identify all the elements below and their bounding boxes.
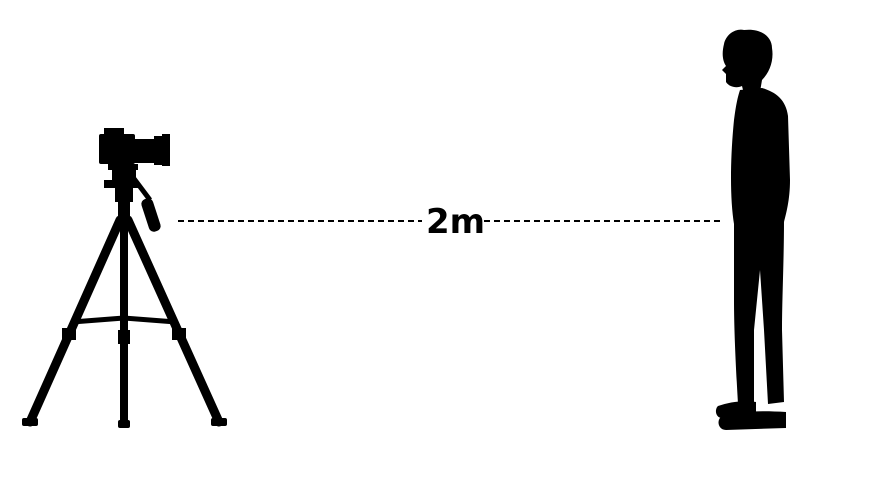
camera-icon [99,128,170,170]
person-silhouette-icon [715,29,790,430]
distance-label: 2m [426,202,485,242]
tripod-camera-icon [22,128,227,428]
